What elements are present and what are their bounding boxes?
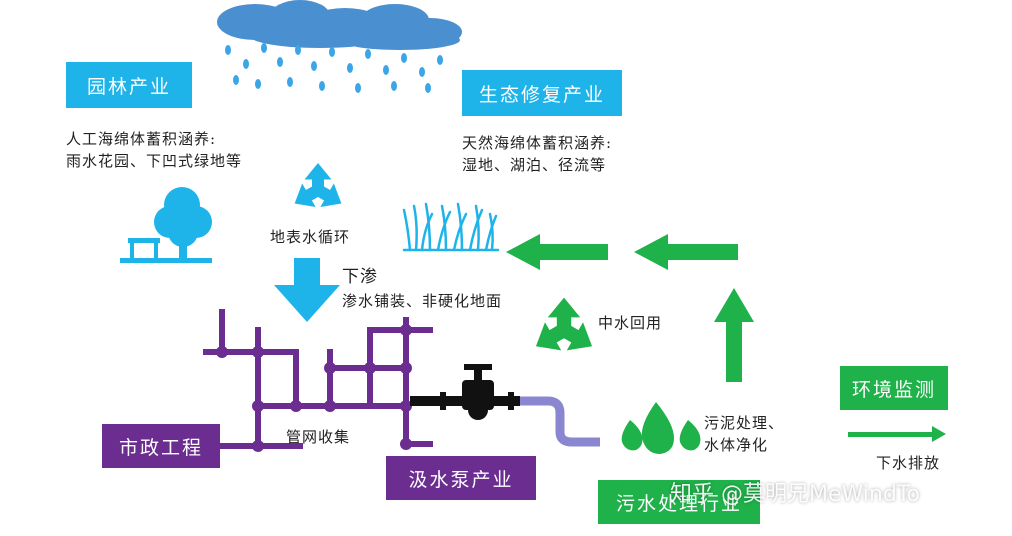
water-drops-icon [621,402,701,454]
sewage-treatment-box: 污水处理行业 [598,480,760,524]
watermark-text: 知乎 @莫明兄MeWindTo [670,482,920,507]
green-arrow-left-2 [634,234,738,270]
natural-sponge-line2: 湿地、湖泊、径流等 [462,156,607,174]
artificial-sponge-line1: 人工海绵体蓄积涵养: [66,130,217,148]
down-arrow-icon [274,258,340,322]
pipe-collect-label: 管网收集 [286,428,351,446]
faucet-valve-icon [410,364,520,420]
discharge-label: 下水排放 [876,454,941,472]
seep-title-label: 下渗 [342,267,378,287]
pipe-joints [216,324,412,452]
discharge-arrow [848,426,946,442]
artificial-sponge-text: 人工海绵体蓄积涵养: 雨水花园、下凹式绿地等 [66,128,242,172]
rain-cloud-icon [217,0,462,50]
green-arrow-up [714,288,754,382]
artificial-sponge-line2: 雨水花园、下凹式绿地等 [66,152,243,170]
seep-detail-label: 渗水铺装、非硬化地面 [342,292,503,310]
eco-restoration-box: 生态修复产业 [462,70,622,116]
natural-sponge-text: 天然海绵体蓄积涵养: 湿地、湖泊、径流等 [462,132,612,176]
garden-industry-box: 园林产业 [66,62,192,108]
sludge-treatment-text: 污泥处理、 水体净化 [704,412,784,456]
natural-sponge-line1: 天然海绵体蓄积涵养: [462,134,613,152]
rain-drops [225,43,443,93]
recycle-icon [287,163,349,216]
tree-bench-icon [120,187,212,263]
reclaimed-water-label: 中水回用 [598,314,663,332]
reclaimed-recycle-icon [527,297,601,361]
municipal-engineering-box: 市政工程 [102,424,220,468]
surface-cycle-label: 地表水循环 [270,228,351,246]
environment-monitoring-box: 环境监测 [840,366,948,410]
grass-icon [402,202,500,252]
pump-industry-box: 汲水泵产业 [386,456,536,500]
green-arrow-left-1 [506,234,608,270]
sludge-line1: 污泥处理、 [704,414,785,432]
sludge-line2: 水体净化 [704,436,769,454]
outlet-pipe [520,396,600,447]
